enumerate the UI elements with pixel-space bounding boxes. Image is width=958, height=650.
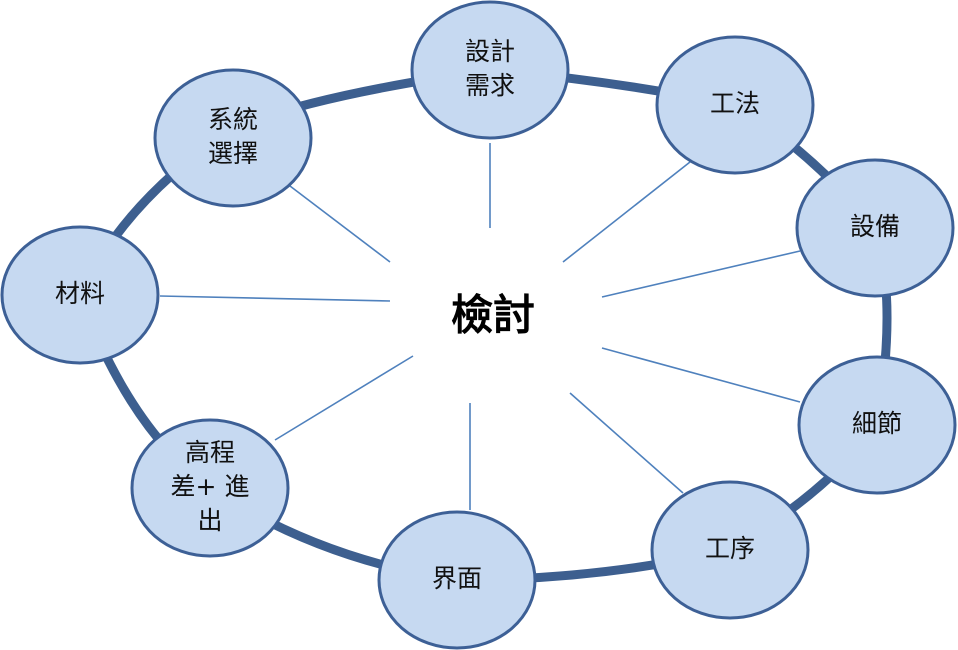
spoke-materials [159, 295, 391, 302]
node-label-materials: 材料 [55, 279, 105, 308]
node-label-construction-method: 工法 [710, 89, 760, 118]
node-materials: 材料 [0, 225, 160, 365]
node-details: 細節 [797, 355, 957, 495]
spoke-equipment [601, 250, 801, 298]
node-label-process-sequence: 工序 [705, 534, 755, 563]
spoke-details [601, 347, 801, 403]
node-elevation-access: 高程差+ 進出 [130, 418, 290, 558]
node-circle-elevation-access [130, 418, 290, 558]
spoke-system-selection [289, 185, 391, 263]
node-circle-design-requirements [410, 0, 570, 140]
node-circle-construction-method [655, 35, 815, 175]
spoke-process-sequence [569, 392, 684, 494]
node-label-system-selection: 選擇 [208, 139, 258, 168]
node-circle-equipment [795, 158, 955, 298]
node-circle-details [797, 355, 957, 495]
node-label-elevation-access: 出 [197, 506, 222, 535]
node-circle-system-selection [153, 68, 313, 208]
node-label-interface: 界面 [432, 564, 482, 593]
node-label-elevation-access: 高程 [185, 438, 235, 467]
spoke-elevation-access [274, 355, 414, 441]
node-label-system-selection: 系統 [208, 105, 258, 134]
node-circle-materials [0, 225, 160, 365]
node-circle-process-sequence [650, 480, 810, 620]
node-label-design-requirements: 需求 [465, 71, 515, 100]
connecting-ring [75, 65, 892, 585]
spokes [159, 143, 801, 510]
node-interface: 界面 [377, 510, 537, 650]
node-label-details: 細節 [852, 409, 902, 438]
center-label: 檢討 [451, 291, 535, 340]
node-construction-method: 工法 [655, 35, 815, 175]
node-circle-interface [377, 510, 537, 650]
node-equipment: 設備 [795, 158, 955, 298]
node-label-equipment: 設備 [850, 212, 900, 241]
node-process-sequence: 工序 [650, 480, 810, 620]
node-label-elevation-access: 差+ 進 [171, 472, 250, 501]
spoke-construction-method [562, 161, 691, 263]
node-label-design-requirements: 設計 [465, 37, 515, 66]
